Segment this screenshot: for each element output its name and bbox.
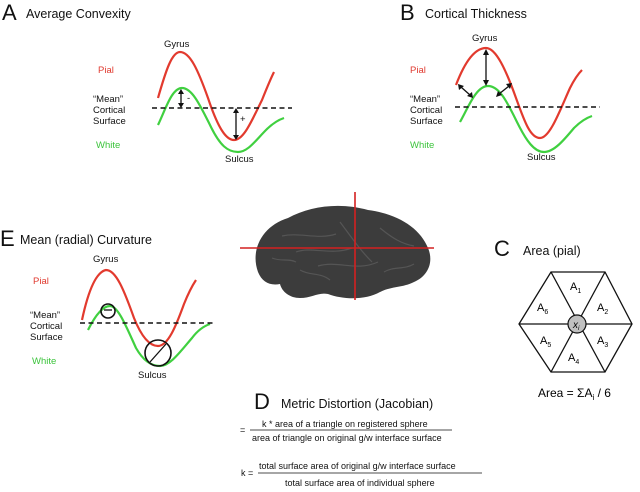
panel-d-eq1-denominator: area of triangle on original g/w interfa… bbox=[252, 433, 442, 443]
panel-c-triangle-a2: A2 bbox=[597, 302, 608, 316]
panel-e-gyrus-circle bbox=[100, 303, 116, 319]
panel-b-pial-curve bbox=[454, 46, 583, 140]
panel-d-eq2-denominator: total surface area of individual sphere bbox=[285, 478, 435, 488]
panel-a-gyrus-label: Gyrus bbox=[164, 39, 190, 50]
panel-a-title: Average Convexity bbox=[26, 7, 131, 21]
panel-d-letter: D bbox=[254, 389, 270, 414]
panel-b-title: Cortical Thickness bbox=[425, 7, 527, 21]
panel-a-plus-sign: + bbox=[240, 114, 246, 125]
panel-d: D Metric Distortion (Jacobian) = k * are… bbox=[240, 389, 482, 488]
panel-a-mean-label-1: “Mean” bbox=[93, 94, 123, 105]
panel-e-mean-label-1: “Mean” bbox=[30, 310, 60, 321]
panel-d-eq1-prefix: = bbox=[240, 425, 245, 435]
panel-c-triangle-a3: A3 bbox=[597, 335, 608, 349]
panel-b: B Cortical Thickness Gyrus Pial “Mean” C… bbox=[400, 0, 600, 163]
panel-e-white-curve bbox=[87, 304, 211, 368]
panel-a-minus-sign: - bbox=[187, 93, 190, 104]
panel-a: A Average Convexity Gyrus Pial “Mean” Co… bbox=[2, 0, 292, 165]
panel-e-sulcus-label: Sulcus bbox=[138, 370, 167, 381]
panel-e-title: Mean (radial) Curvature bbox=[20, 233, 152, 247]
panel-e-mean-label-3: Surface bbox=[30, 332, 63, 343]
panel-b-white-label: White bbox=[410, 140, 434, 151]
panel-b-mean-label-3: Surface bbox=[410, 116, 443, 127]
panel-c-triangle-a1: A1 bbox=[570, 281, 581, 295]
panel-e-letter: E bbox=[0, 226, 15, 251]
panel-b-letter: B bbox=[400, 0, 415, 25]
panel-a-letter: A bbox=[2, 0, 17, 25]
panel-b-pial-label: Pial bbox=[410, 65, 426, 76]
panel-e-white-label: White bbox=[32, 356, 56, 367]
panel-c: C Area (pial) xi A1 A2 A3 A4 A5 A6 Area … bbox=[494, 236, 633, 402]
panel-a-plus-arrow bbox=[233, 108, 239, 140]
panel-b-thickness-arrow-left bbox=[458, 84, 473, 98]
panel-c-area-equation: Area = ΣAi / 6 bbox=[538, 386, 611, 402]
panel-b-gyrus-label: Gyrus bbox=[472, 33, 498, 44]
brain-icon bbox=[255, 205, 431, 299]
panel-e-gyrus-label: Gyrus bbox=[93, 254, 119, 265]
panel-c-triangle-a4: A4 bbox=[568, 352, 579, 366]
brain-illustration bbox=[240, 192, 434, 300]
panel-c-letter: C bbox=[494, 236, 510, 261]
panel-b-sulcus-label: Sulcus bbox=[527, 152, 556, 163]
panel-b-thickness-arrow-center bbox=[483, 49, 489, 86]
panel-a-pial-curve bbox=[156, 50, 275, 142]
panel-b-white-curve bbox=[459, 84, 593, 154]
panel-e-pial-curve bbox=[80, 268, 197, 348]
brain-sulci bbox=[271, 221, 415, 281]
panel-e-sulcus-radius bbox=[149, 343, 167, 363]
panel-e-mean-label-2: Cortical bbox=[30, 321, 62, 332]
panel-d-eq2-numerator: total surface area of original g/w inter… bbox=[259, 461, 456, 471]
panel-b-thickness-arrow-right bbox=[496, 83, 512, 97]
panel-a-mean-label-2: Cortical bbox=[93, 105, 125, 116]
panel-a-minus-arrow bbox=[178, 89, 184, 108]
panel-c-center-label: xi bbox=[572, 320, 580, 332]
panel-c-triangle-a5: A5 bbox=[540, 335, 551, 349]
panel-e-sulcus-circle bbox=[144, 339, 172, 367]
panel-c-title: Area (pial) bbox=[523, 244, 581, 258]
panel-d-eq1-numerator: k * area of a triangle on registered sph… bbox=[262, 419, 428, 429]
panel-c-triangle-a6: A6 bbox=[537, 302, 548, 316]
panel-a-pial-label: Pial bbox=[98, 65, 114, 76]
panel-c-center-vertex bbox=[567, 314, 587, 334]
panel-a-white-curve bbox=[157, 86, 285, 154]
panel-e-pial-label: Pial bbox=[33, 276, 49, 287]
panel-a-white-label: White bbox=[96, 140, 120, 151]
panel-a-mean-label-3: Surface bbox=[93, 116, 126, 127]
panel-b-mean-label-2: Cortical bbox=[410, 105, 442, 116]
panel-d-title: Metric Distortion (Jacobian) bbox=[281, 397, 433, 411]
panel-d-eq2-prefix: k = bbox=[241, 468, 253, 478]
panel-b-mean-label-1: “Mean” bbox=[410, 94, 440, 105]
panel-a-sulcus-label: Sulcus bbox=[225, 154, 254, 165]
panel-e: E Mean (radial) Curvature Gyrus Pial “Me… bbox=[0, 226, 216, 381]
